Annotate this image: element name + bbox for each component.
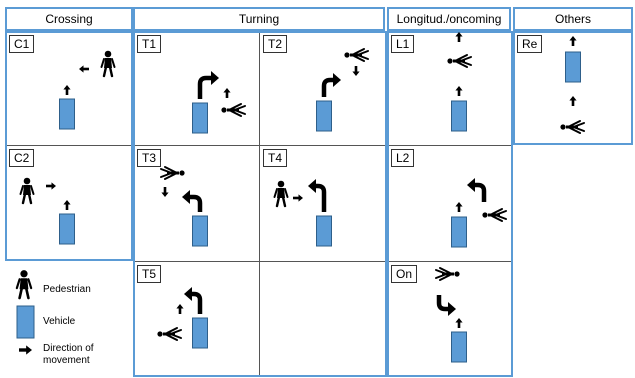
vehicle-icon: [451, 331, 467, 363]
direction-arrow-icon: [293, 194, 303, 202]
arrowhead-icon: [333, 73, 341, 87]
arrowhead-icon: [182, 190, 190, 204]
turn-left-arrow-icon: [474, 182, 487, 202]
turn-left-arrow-icon: [191, 291, 203, 314]
cell-label-re: Re: [517, 35, 543, 53]
direction-arrow-icon: [352, 66, 360, 76]
legend-direction-icon: [19, 345, 32, 355]
turn-right-arrow-icon: [321, 77, 334, 97]
turning-section: [133, 31, 387, 377]
cell-label-l1: L1: [391, 35, 415, 53]
vehicle-icon: [192, 317, 208, 349]
arrowhead-icon: [184, 287, 192, 301]
vehicle-icon: [316, 215, 332, 247]
direction-arrow-icon: [455, 202, 463, 212]
turn-left-arrow-icon: [189, 194, 203, 212]
lying-pedestrian-icon: [160, 166, 186, 180]
direction-arrow-icon: [63, 200, 71, 210]
lying-pedestrian-icon: [435, 267, 461, 281]
header-others: Others: [513, 7, 633, 31]
grid-line: [389, 145, 511, 146]
cell-label-t5: T5: [137, 265, 162, 283]
lying-pedestrian-icon: [343, 48, 369, 62]
cell-label-t4: T4: [263, 149, 288, 167]
pedestrian-icon: [273, 179, 289, 208]
lying-pedestrian-icon: [559, 120, 585, 134]
lying-pedestrian-icon: [481, 208, 507, 222]
direction-arrow-icon: [455, 318, 463, 328]
direction-arrow-icon: [569, 36, 577, 46]
direction-arrow-icon: [455, 86, 463, 96]
cell-label-c1: C1: [9, 35, 35, 53]
turn-right-arrow-icon: [436, 295, 449, 312]
vehicle-icon: [316, 100, 332, 132]
legend-direction-label: Direction of movement: [43, 343, 94, 366]
arrowhead-icon: [211, 71, 219, 85]
lying-pedestrian-icon: [446, 54, 472, 68]
cell-label-l2: L2: [391, 149, 415, 167]
lying-pedestrian-icon: [156, 327, 182, 341]
direction-arrow-icon: [46, 182, 56, 190]
longitudinal-section: [387, 31, 513, 377]
grid-line: [7, 145, 131, 146]
vehicle-icon: [192, 215, 208, 247]
direction-arrow-icon: [79, 65, 89, 73]
direction-arrow-icon: [223, 88, 231, 98]
cell-label-t1: T1: [137, 35, 162, 53]
others-section: [513, 31, 633, 145]
direction-arrow-icon: [161, 187, 169, 197]
arrowhead-icon: [448, 302, 456, 316]
arrowhead-icon: [467, 178, 475, 192]
cell-label-t2: T2: [263, 35, 288, 53]
arrowhead-icon: [308, 179, 316, 193]
vehicle-icon: [451, 216, 467, 248]
legend-vehicle-icon: [16, 305, 35, 339]
turn-right-arrow-icon: [197, 75, 212, 99]
header-longitudinal: Longitud./oncoming: [387, 7, 511, 31]
lying-pedestrian-icon: [220, 103, 246, 117]
vehicle-icon: [59, 213, 75, 245]
header-turning: Turning: [133, 7, 385, 31]
vehicle-icon: [565, 51, 581, 83]
direction-arrow-icon: [63, 85, 71, 95]
grid-line: [135, 261, 385, 262]
crossing-section: [5, 31, 133, 261]
pedestrian-icon: [100, 49, 116, 78]
cell-label-c2: C2: [9, 149, 35, 167]
vehicle-icon: [451, 100, 467, 132]
turn-left-arrow-icon: [315, 183, 327, 212]
direction-arrow-icon: [569, 96, 577, 106]
legend-vehicle-label: Vehicle: [43, 316, 76, 327]
legend-pedestrian-label: Pedestrian: [43, 284, 91, 295]
legend-pedestrian-icon: [15, 268, 33, 300]
header-crossing: Crossing: [5, 7, 133, 31]
vehicle-icon: [59, 98, 75, 130]
direction-arrow-icon: [455, 32, 463, 42]
direction-arrow-icon: [176, 304, 184, 314]
grid-line: [389, 261, 511, 262]
cell-label-on: On: [391, 265, 418, 283]
grid-line: [135, 145, 385, 146]
pedestrian-icon: [19, 176, 35, 205]
cell-label-t3: T3: [137, 149, 162, 167]
vehicle-icon: [192, 102, 208, 134]
grid-line: [259, 33, 260, 375]
